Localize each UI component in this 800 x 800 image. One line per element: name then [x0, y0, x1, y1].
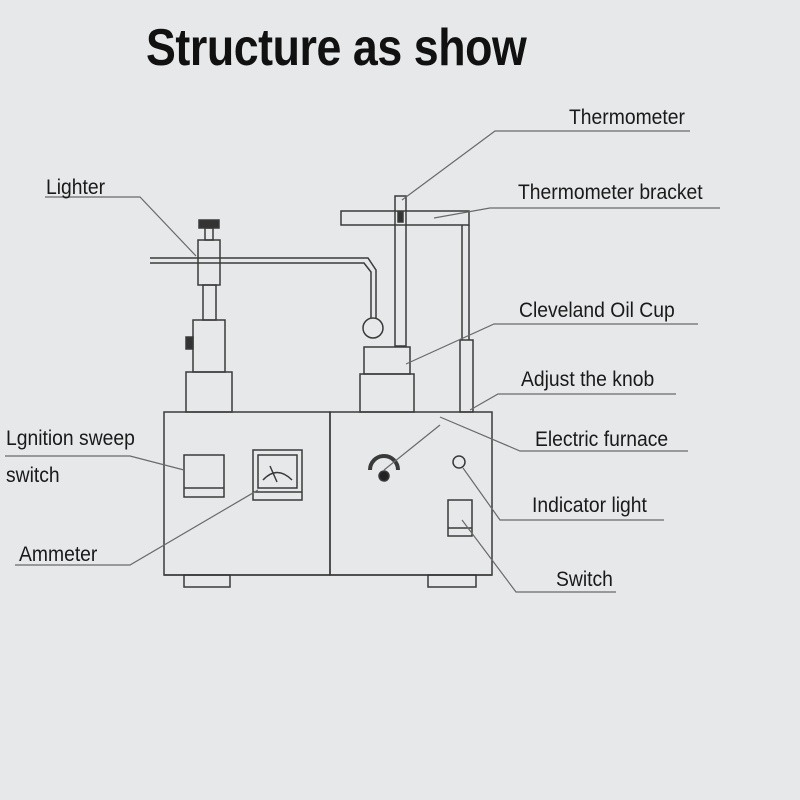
leader-adjust-knob — [469, 393, 676, 411]
leader-lighter — [45, 196, 197, 257]
ammeter-meter — [252, 449, 303, 501]
power-switch-drawing — [447, 499, 473, 537]
label-indicator-light: Indicator light — [532, 494, 647, 517]
cabinet-foot-right — [427, 574, 477, 588]
label-ignition-sweep-line1: Lgnition sweep — [6, 427, 135, 450]
indicator-light-drawing — [452, 455, 466, 469]
diagram-title: Structure as show — [146, 19, 527, 77]
cleveland-oil-cup-drawing — [359, 317, 415, 413]
leader-oil-cup — [405, 323, 698, 365]
leader-switch — [461, 519, 616, 593]
label-thermometer-bracket: Thermometer bracket — [518, 181, 703, 204]
leader-indicator-light — [462, 467, 664, 521]
cabinet-right-panel — [329, 411, 493, 576]
leader-ignition-sweep — [5, 455, 185, 471]
ignition-sweep-switch — [183, 454, 225, 498]
label-lighter: Lighter — [46, 176, 106, 199]
thermometer-bracket-drawing — [340, 210, 474, 413]
label-switch: Switch — [556, 568, 613, 591]
label-ignition-sweep-line2: switch — [6, 464, 60, 487]
leader-thermometer-bracket — [433, 207, 720, 219]
label-thermometer: Thermometer — [569, 106, 685, 129]
cabinet-foot-left — [183, 574, 231, 588]
label-cleveland-oil-cup: Cleveland Oil Cup — [519, 299, 675, 322]
leader-thermometer — [401, 130, 690, 201]
label-adjust-knob: Adjust the knob — [521, 368, 655, 391]
thermometer-drawing — [394, 195, 407, 347]
label-ammeter: Ammeter — [19, 543, 98, 566]
cabinet-left-panel — [163, 411, 331, 576]
adjust-knob-drawing — [368, 454, 400, 482]
leader-electric-furnace — [439, 416, 688, 452]
leader-ammeter — [15, 489, 259, 566]
label-electric-furnace: Electric furnace — [535, 428, 669, 451]
lighter-assembly — [150, 219, 377, 413]
leader-lines — [5, 130, 720, 593]
